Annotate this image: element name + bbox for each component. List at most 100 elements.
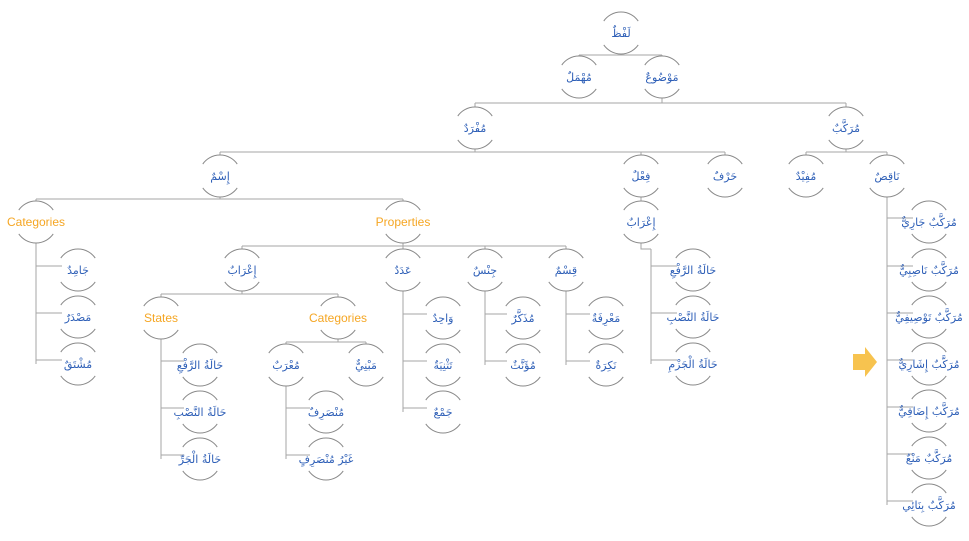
node-ism-properties[interactable]: Properties	[376, 200, 431, 244]
node-mudhakkar[interactable]: مُذَكَّرٌ	[505, 296, 541, 340]
node-arc-top	[18, 200, 54, 211]
node-irab[interactable]: إِعْرَابٌ	[224, 248, 260, 292]
node-nakira[interactable]: نَكِرَةٌ	[588, 343, 624, 387]
node-arc-bottom	[425, 329, 461, 340]
node-arc-bottom	[548, 281, 584, 292]
node-jam[interactable]: جَمْعٌ	[425, 390, 461, 434]
node-label: مَصْدَرٌ	[64, 311, 92, 324]
node-mabni[interactable]: مَبْنِيٌّ	[348, 343, 384, 387]
node-jins[interactable]: جِنْسٌ	[467, 248, 503, 292]
node-arc-top	[60, 248, 96, 259]
node-lafz[interactable]: لَفْظٌ	[603, 11, 639, 55]
node-arc-bottom	[467, 281, 503, 292]
node-ism-jarr[interactable]: حَالَةُ الْجَرِّ	[178, 437, 221, 481]
node-label: مَوْضُوعٌ	[645, 71, 678, 84]
node-m-idafi[interactable]: مُرَكَّبٌ إِضَافِيٌّ	[898, 389, 960, 433]
node-naqis[interactable]: نَاقِصٌ	[869, 154, 905, 198]
node-tathniya[interactable]: تَثْنِيَةٌ	[425, 343, 461, 387]
node-m-nasibi[interactable]: مُرَكَّبٌ نَاصِبِيٌّ	[899, 248, 959, 292]
node-label: مُذَكَّرٌ	[511, 308, 535, 325]
node-arc-bottom	[425, 376, 461, 387]
node-arc-top	[911, 436, 947, 447]
node-m-tawsifi[interactable]: مُرَكَّبٌ تَوْصِيفِيٌّ	[895, 295, 963, 339]
node-ghayr-munsarif[interactable]: غَيْرُ مُنْصَرِفٍ	[299, 437, 354, 481]
node-label: قِسْمٌ	[555, 264, 577, 277]
node-adad[interactable]: عَدَدٌ	[385, 248, 421, 292]
node-arc-top	[425, 390, 461, 401]
node-jamid[interactable]: جَامِدٌ	[60, 248, 96, 292]
node-arc-bottom	[911, 281, 947, 292]
node-label: مُؤَنَّثٌ	[510, 358, 536, 372]
node-arc-bottom	[675, 375, 711, 386]
node-arc-bottom	[182, 376, 218, 387]
node-arc-top	[561, 55, 597, 66]
node-m-mana[interactable]: مُرَكَّبٌ مَنْعٌ	[906, 436, 953, 480]
node-arc-top	[911, 483, 947, 494]
node-fil-jazm[interactable]: حَالَةُ الْجَزْمِ	[668, 342, 718, 386]
node-mufrad[interactable]: مُفْرَدٌ	[457, 106, 493, 150]
node-arc-top	[869, 154, 905, 165]
node-mushtaq[interactable]: مُشْتَقٌ	[60, 342, 96, 386]
node-arc-bottom	[603, 44, 639, 55]
nodes: لَفْظٌ مَوْضُوعٌ مُهْمَلٌ مُفْرَدٌ مُرَكَّبٌ…	[7, 11, 963, 527]
node-arc-top	[911, 295, 947, 306]
node-m-binai[interactable]: مُرَكَّبٌ بِنَائِي	[902, 483, 956, 527]
node-label: تَثْنِيَةٌ	[434, 358, 454, 372]
node-arc-top	[505, 296, 541, 307]
node-label: مُرَكَّبٌ تَوْصِيفِيٌّ	[895, 307, 963, 324]
node-munsarif[interactable]: مُنْصَرِفٌ	[308, 390, 344, 434]
connector-irab_categories	[286, 339, 366, 343]
node-harf[interactable]: حَرْفٌ	[707, 154, 743, 198]
node-arc-top	[182, 343, 218, 354]
node-arc-top	[588, 343, 624, 354]
node-arc-bottom	[561, 88, 597, 99]
node-mufid[interactable]: مُفِيْدٌ	[788, 154, 824, 198]
node-murakkab[interactable]: مُرَكَّبٌ	[828, 106, 864, 150]
node-arc-top	[911, 248, 947, 259]
node-arc-bottom	[268, 376, 304, 387]
node-states[interactable]: States	[143, 296, 179, 340]
node-label: جَمْعٌ	[433, 406, 452, 419]
node-label: فِعْلٌ	[632, 169, 651, 183]
node-arc-top	[675, 295, 711, 306]
node-arc-top	[911, 200, 947, 211]
node-label: لَفْظٌ	[611, 25, 631, 40]
node-fil-irab[interactable]: إِعْرَابٌ	[623, 200, 659, 244]
node-muhmal[interactable]: مُهْمَلٌ	[561, 55, 597, 99]
node-label: حَالَةُ النَّصْبِ	[667, 310, 720, 325]
node-label: جِنْسٌ	[473, 264, 497, 278]
node-muannath[interactable]: مُؤَنَّثٌ	[505, 343, 541, 387]
node-label: مُفْرَدٌ	[464, 122, 487, 135]
node-arc-bottom	[588, 376, 624, 387]
node-irab-categories[interactable]: Categories	[309, 296, 367, 340]
node-fil-nasb[interactable]: حَالَةُ النَّصْبِ	[667, 295, 720, 339]
node-m-jari[interactable]: مُرَكَّبٌ جَارِيٌّ	[901, 200, 957, 244]
node-label: إِسْمٌ	[210, 170, 230, 185]
node-ism-raf[interactable]: حَالَةُ الرَّفْعِ	[177, 343, 224, 387]
node-wahid[interactable]: وَاحِدٌ	[425, 296, 461, 340]
node-label: مُرَكَّبٌ إِضَافِيٌّ	[898, 401, 960, 420]
node-qism[interactable]: قِسْمٌ	[548, 248, 584, 292]
node-mawdu[interactable]: مَوْضُوعٌ	[644, 55, 680, 99]
connector-fil_irab-offset	[640, 243, 651, 250]
node-arc-top	[467, 248, 503, 259]
node-ism[interactable]: إِسْمٌ	[202, 154, 238, 198]
node-label: جَامِدٌ	[67, 264, 89, 277]
node-arc-bottom	[320, 329, 356, 340]
node-ism-categories[interactable]: Categories	[7, 200, 65, 244]
node-marifa[interactable]: مَعْرِفَةٌ	[588, 296, 624, 340]
node-label: Properties	[376, 215, 431, 229]
node-arc-top	[308, 437, 344, 448]
node-arc-bottom	[182, 470, 218, 481]
node-arc-bottom	[457, 139, 493, 150]
node-murab[interactable]: مُعْرَبٌ	[268, 343, 304, 387]
node-label: حَالَةُ الْجَزْمِ	[668, 356, 718, 374]
node-fil-raf[interactable]: حَالَةُ الرَّفْعِ	[670, 248, 717, 292]
node-fil[interactable]: فِعْلٌ	[623, 154, 659, 198]
node-arc-bottom	[60, 281, 96, 292]
node-ism-nasb[interactable]: حَالَةُ النَّصْبِ	[174, 390, 227, 434]
node-m-ishari[interactable]: مُرَكَّبٌ إِشَارِيٌّ	[898, 342, 960, 386]
node-label: إِعْرَابٌ	[227, 264, 257, 279]
node-label: غَيْرُ مُنْصَرِفٍ	[299, 453, 354, 468]
node-masdar[interactable]: مَصْدَرٌ	[60, 295, 96, 339]
